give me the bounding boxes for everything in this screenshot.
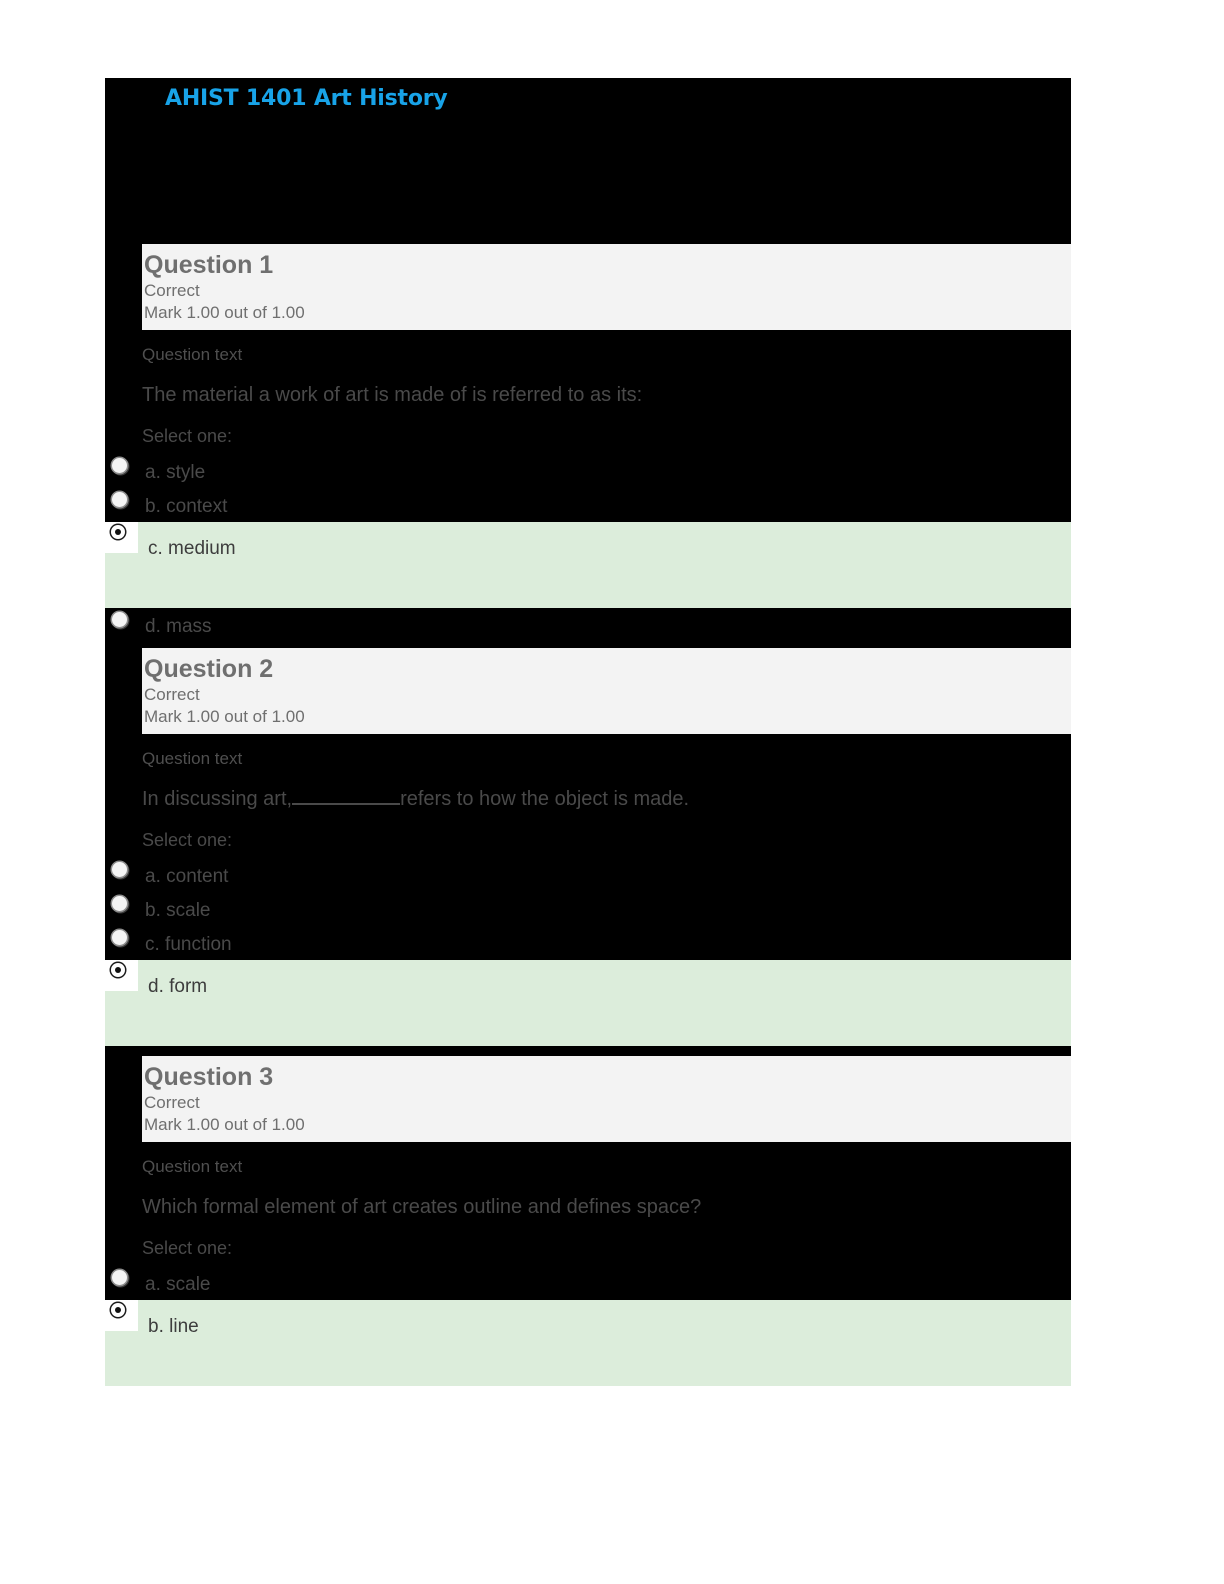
question-header: Question 2 Correct Mark 1.00 out of 1.00 — [142, 648, 1071, 734]
answer-option[interactable]: a. scale — [105, 1266, 1071, 1300]
answer-option-label: c. function — [145, 934, 232, 955]
answer-option-selected[interactable]: c. medium — [105, 522, 1071, 608]
question-text-label: Question text — [142, 345, 243, 364]
quiz-document: AHIST 1401 Art History Question 1 Correc… — [105, 78, 1071, 1386]
question-number: Question 1 — [144, 251, 274, 279]
answer-option-label: d. mass — [145, 616, 212, 637]
course-title: AHIST 1401 Art History — [165, 86, 448, 111]
question-prompt: The material a work of art is made of is… — [142, 384, 643, 406]
select-one-label: Select one: — [142, 426, 233, 446]
answer-option[interactable]: b. scale — [105, 892, 1071, 926]
question-mark: Mark 1.00 out of 1.00 — [144, 1115, 305, 1134]
section-spacer — [105, 1046, 1071, 1056]
radio-button-unselected[interactable] — [105, 858, 137, 888]
question-number: Question 3 — [144, 1063, 274, 1091]
answer-option[interactable]: a. content — [105, 858, 1071, 892]
fill-in-blank — [292, 803, 401, 805]
answer-option[interactable]: d. mass — [105, 608, 1071, 642]
question-mark: Mark 1.00 out of 1.00 — [144, 707, 305, 726]
question-body: Question text In discussing art, refers t… — [105, 734, 1071, 858]
answer-option-label: b. scale — [145, 900, 211, 921]
question-prompt: Which formal element of art creates outl… — [142, 1196, 702, 1218]
prompt-part-before: In discussing art, — [142, 788, 293, 810]
radio-button-unselected[interactable] — [105, 608, 137, 638]
answer-option[interactable]: c. function — [105, 926, 1071, 960]
question-mark: Mark 1.00 out of 1.00 — [144, 303, 305, 322]
question-state: Correct — [144, 685, 200, 704]
question-body: Question text The material a work of art… — [105, 330, 1071, 454]
select-one-label: Select one: — [142, 1238, 233, 1258]
answer-option-label: a. style — [145, 462, 206, 483]
question-header: Question 3 Correct Mark 1.00 out of 1.00 — [142, 1056, 1071, 1142]
radio-button-unselected[interactable] — [105, 926, 137, 956]
question-state: Correct — [144, 1093, 200, 1112]
answer-option[interactable]: a. style — [105, 454, 1071, 488]
answer-option-selected[interactable]: d. form — [105, 960, 1071, 1046]
section-spacer — [105, 642, 1071, 648]
answer-option-selected[interactable]: b. line — [105, 1300, 1071, 1386]
question-text-label: Question text — [142, 1157, 243, 1176]
answer-option-label: c. medium — [148, 538, 236, 559]
answer-option-label: a. scale — [145, 1274, 211, 1295]
prompt-part-after: refers to how the object is made. — [400, 788, 690, 810]
radio-button-selected[interactable] — [105, 1300, 138, 1331]
answer-option-label: b. context — [145, 496, 228, 517]
select-one-label: Select one: — [142, 830, 233, 850]
radio-button-unselected[interactable] — [105, 892, 137, 922]
question-text-label: Question text — [142, 749, 243, 768]
question-header: Question 1 Correct Mark 1.00 out of 1.00 — [142, 244, 1071, 330]
answer-option[interactable]: b. context — [105, 488, 1071, 522]
question-prompt: In discussing art, refers to how the obje… — [105, 770, 1071, 812]
answer-option-label: d. form — [148, 976, 208, 997]
question-number: Question 2 — [144, 655, 274, 683]
question-state: Correct — [144, 281, 200, 300]
radio-button-unselected[interactable] — [105, 454, 137, 484]
radio-button-selected[interactable] — [105, 522, 138, 553]
answer-option-label: a. content — [145, 866, 229, 887]
radio-button-unselected[interactable] — [105, 1266, 137, 1296]
radio-button-unselected[interactable] — [105, 488, 137, 518]
answer-option-label: b. line — [148, 1316, 199, 1337]
radio-button-selected[interactable] — [105, 960, 138, 991]
title-spacer — [105, 112, 1071, 244]
question-body: Question text Which formal element of ar… — [105, 1142, 1071, 1266]
